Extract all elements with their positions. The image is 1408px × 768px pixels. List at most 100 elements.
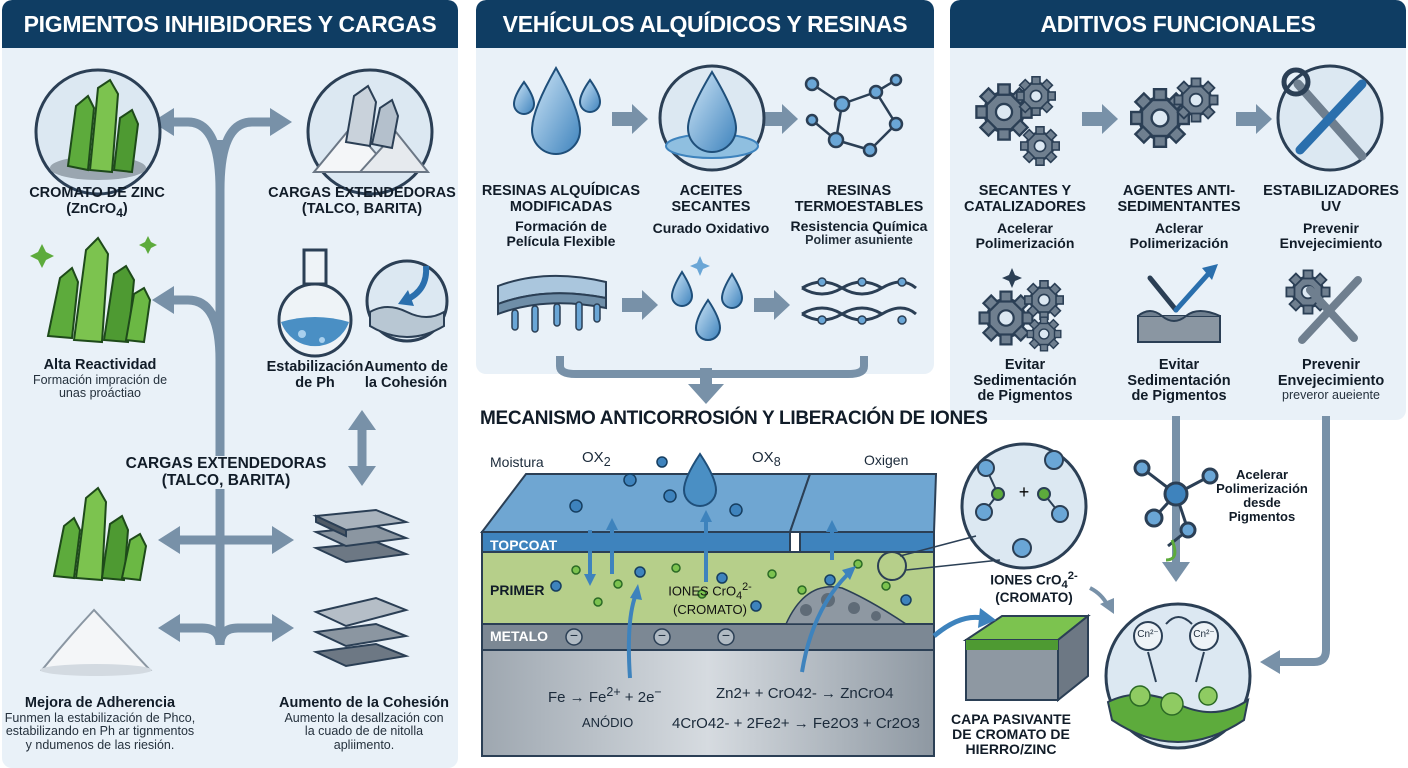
ions-sub: 4 — [736, 589, 743, 602]
alkyd-block: RESINAS ALQUÍDICAS MODIFICADAS Formación… — [478, 183, 644, 250]
driers-line-1: SECANTES Y — [978, 183, 1072, 199]
row2c-line-3: preveror aueiente — [1282, 388, 1380, 403]
molecule-note-1: Acelerar — [1235, 467, 1289, 482]
row2c-block: Prevenir Envejecimiento preveror aueient… — [1256, 357, 1406, 403]
ions-right-text: IONES CrO — [990, 572, 1062, 588]
row2b-line-1: Evitar — [1158, 357, 1200, 373]
row2c-line-1: Prevenir — [1301, 357, 1361, 373]
adhesion-block: Mejora de Adherencia Funmen la estabiliz… — [0, 695, 200, 752]
thermo-block: RESINAS TERMOESTABLES Resistencia Químic… — [784, 183, 934, 248]
pigments-header: PIGMENTOS INHIBIDORES Y CARGAS — [2, 0, 458, 48]
driers-line-2: CATALIZADORES — [964, 198, 1086, 215]
coating-cross-section — [479, 452, 938, 757]
cohesion-small-label: Aumento de la Cohesión — [356, 359, 456, 391]
antisettle-desc-2: Polimerización — [1129, 235, 1229, 252]
row2a-line-1: Evitar — [1004, 357, 1046, 373]
vehicles-graphics — [497, 64, 917, 378]
molecule-note-2: Polimerización — [1216, 481, 1308, 497]
formula-end: ) — [122, 200, 128, 217]
row2b-block: Evitar Sedimentación de Pigmentos — [1104, 357, 1254, 405]
reactivity-desc-1: Formación impración de — [32, 372, 168, 387]
ox8-text: OX — [752, 449, 774, 466]
cohesion-desc-2: la cuado de de nitolla — [304, 724, 424, 739]
formula-text: (ZnCrO — [66, 200, 117, 217]
uv-line-2: UV — [1320, 198, 1342, 215]
vehicles-header: VEHÍCULOS ALQUÍDICOS Y RESINAS — [476, 0, 934, 48]
ph-label: Estabilización de Ph — [250, 359, 380, 391]
molecule-note-3: desde — [1243, 495, 1281, 511]
thermo-desc-1: Resistencia Química — [790, 218, 928, 235]
row2b-line-2: Sedimentación — [1127, 372, 1231, 389]
zinc-chromate-title: CROMATO DE ZINC (ZnCrO4) — [2, 185, 192, 220]
additives-graphics — [974, 64, 1384, 674]
ox2-sub: 2 — [603, 455, 611, 469]
cohesion-desc-1: Aumento la desallzación con — [284, 710, 444, 725]
equation-1: Fe → Fe2+ + 2e− — [548, 685, 662, 706]
passive-line-3: HIERRO/ZINC — [965, 741, 1057, 758]
mechanism-flow-arrows — [932, 586, 1114, 638]
oils-line-2: SECANTES — [671, 198, 751, 215]
passive-layer-block — [962, 613, 1091, 703]
molecule-note-4: Pigmentos — [1228, 509, 1296, 525]
antisettle-block: AGENTES ANTI- SEDIMENTANTES Aclerar Poli… — [1104, 183, 1254, 252]
ions-line-2: (CROMATO) — [673, 601, 747, 617]
resin-drop-large — [530, 65, 582, 155]
molecule-note: Acelerar Polimerización desde Pigmentos — [1210, 467, 1314, 525]
cohesion-wave-icon — [365, 259, 449, 343]
minus-1: − — [569, 627, 579, 643]
uv-line-1: ESTABILIZADORES — [1263, 183, 1399, 199]
ph-line-1: Estabilización — [266, 359, 364, 375]
topcoat-label: TOPCOAT — [490, 537, 558, 553]
driers-desc-1: Acelerar — [996, 220, 1054, 237]
extenders-mid-title: CARGAS EXTENDEDORAS (TALCO, BARITA) — [110, 455, 342, 490]
row2a-block: Evitar Sedimentación de Pigmentos — [950, 357, 1100, 405]
oxigen-label: Oxigen — [864, 452, 909, 468]
alkyd-desc-2: Película Flexible — [506, 233, 616, 250]
oils-block: ACEITES SECANTES Curado Oxidativo — [636, 183, 786, 236]
minus-2: − — [657, 627, 667, 643]
passivation-zoom-circle — [1104, 602, 1252, 750]
thermo-line-1: RESINAS — [826, 183, 892, 199]
alkyd-line-2: MODIFICADAS — [509, 198, 613, 215]
adhesion-crystal-icon — [52, 486, 148, 582]
ions-right-sup: 2- — [1067, 570, 1078, 582]
moistura-label: Moistura — [490, 454, 544, 470]
extenders-mid-sub: (TALCO, BARITA) — [161, 471, 291, 489]
eq1-sup: 2+ — [606, 685, 621, 699]
ox8-sub: 8 — [773, 455, 781, 469]
extenders-top-sub: (TALCO, BARITA) — [301, 200, 423, 217]
vehicles-panel: VEHÍCULOS ALQUÍDICOS Y RESINAS — [476, 0, 934, 374]
ions-right-sub: 4 — [1061, 579, 1068, 592]
cohesion-desc-3: apliimento. — [333, 737, 395, 752]
zinc-chromate-formula: (ZnCrO4) — [2, 200, 192, 220]
additives-header: ADITIVOS FUNCIONALES — [950, 0, 1406, 48]
row2a-line-2: Sedimentación — [973, 372, 1077, 389]
powder-pile-icon — [39, 608, 153, 676]
adhesion-title: Mejora de Adherencia — [24, 695, 176, 711]
reactivity-title: Alta Reactividad — [43, 357, 157, 373]
extenders-mid-label: CARGAS EXTENDEDORAS — [125, 455, 327, 472]
adhesion-desc-2: estabilizando en Ph ar tignmentos — [5, 724, 195, 739]
cohesion-small-line-1: Aumento de — [364, 359, 448, 375]
vehicles-down-arrow — [688, 368, 724, 404]
cohesion-title: Aumento de la Cohesión — [279, 695, 449, 711]
ox2-label: OX2 — [582, 449, 611, 470]
driers-block: SECANTES Y CATALIZADORES Acelerar Polime… — [950, 183, 1100, 252]
row2a-line-3: de Pigmentos — [977, 388, 1073, 405]
extenders-top-title: CARGAS EXTENDEDORAS (TALCO, BARITA) — [252, 185, 472, 217]
eq1-fe2: Fe — [588, 689, 607, 706]
anodio-label: ANÓDIO — [582, 715, 634, 730]
driers-desc-2: Polimerización — [975, 235, 1075, 252]
plate-stack-icon-2 — [312, 596, 410, 668]
ph-flask-icon — [277, 248, 353, 358]
passive-line-1: CAPA PASIVANTE — [950, 711, 1072, 727]
adhesion-desc-3: y ndumenos de las riesión. — [25, 737, 175, 752]
mechanism-title: MECANISMO ANTICORROSIÓN Y LIBERACIÓN DE … — [480, 408, 988, 429]
ox8-label: OX8 — [752, 449, 781, 470]
equation-2: Zn2+ + CrO42- → ZnCrO4 — [716, 685, 894, 702]
antisettle-desc-1: Aclerar — [1154, 220, 1204, 237]
zoom-connector-lines — [877, 535, 1001, 581]
adhesion-desc-1: Funmen la estabilización de Phco, — [4, 710, 196, 725]
ox2-text: OX — [582, 449, 604, 466]
ions-right-label: IONES CrO42- (CROMATO) — [984, 570, 1084, 606]
